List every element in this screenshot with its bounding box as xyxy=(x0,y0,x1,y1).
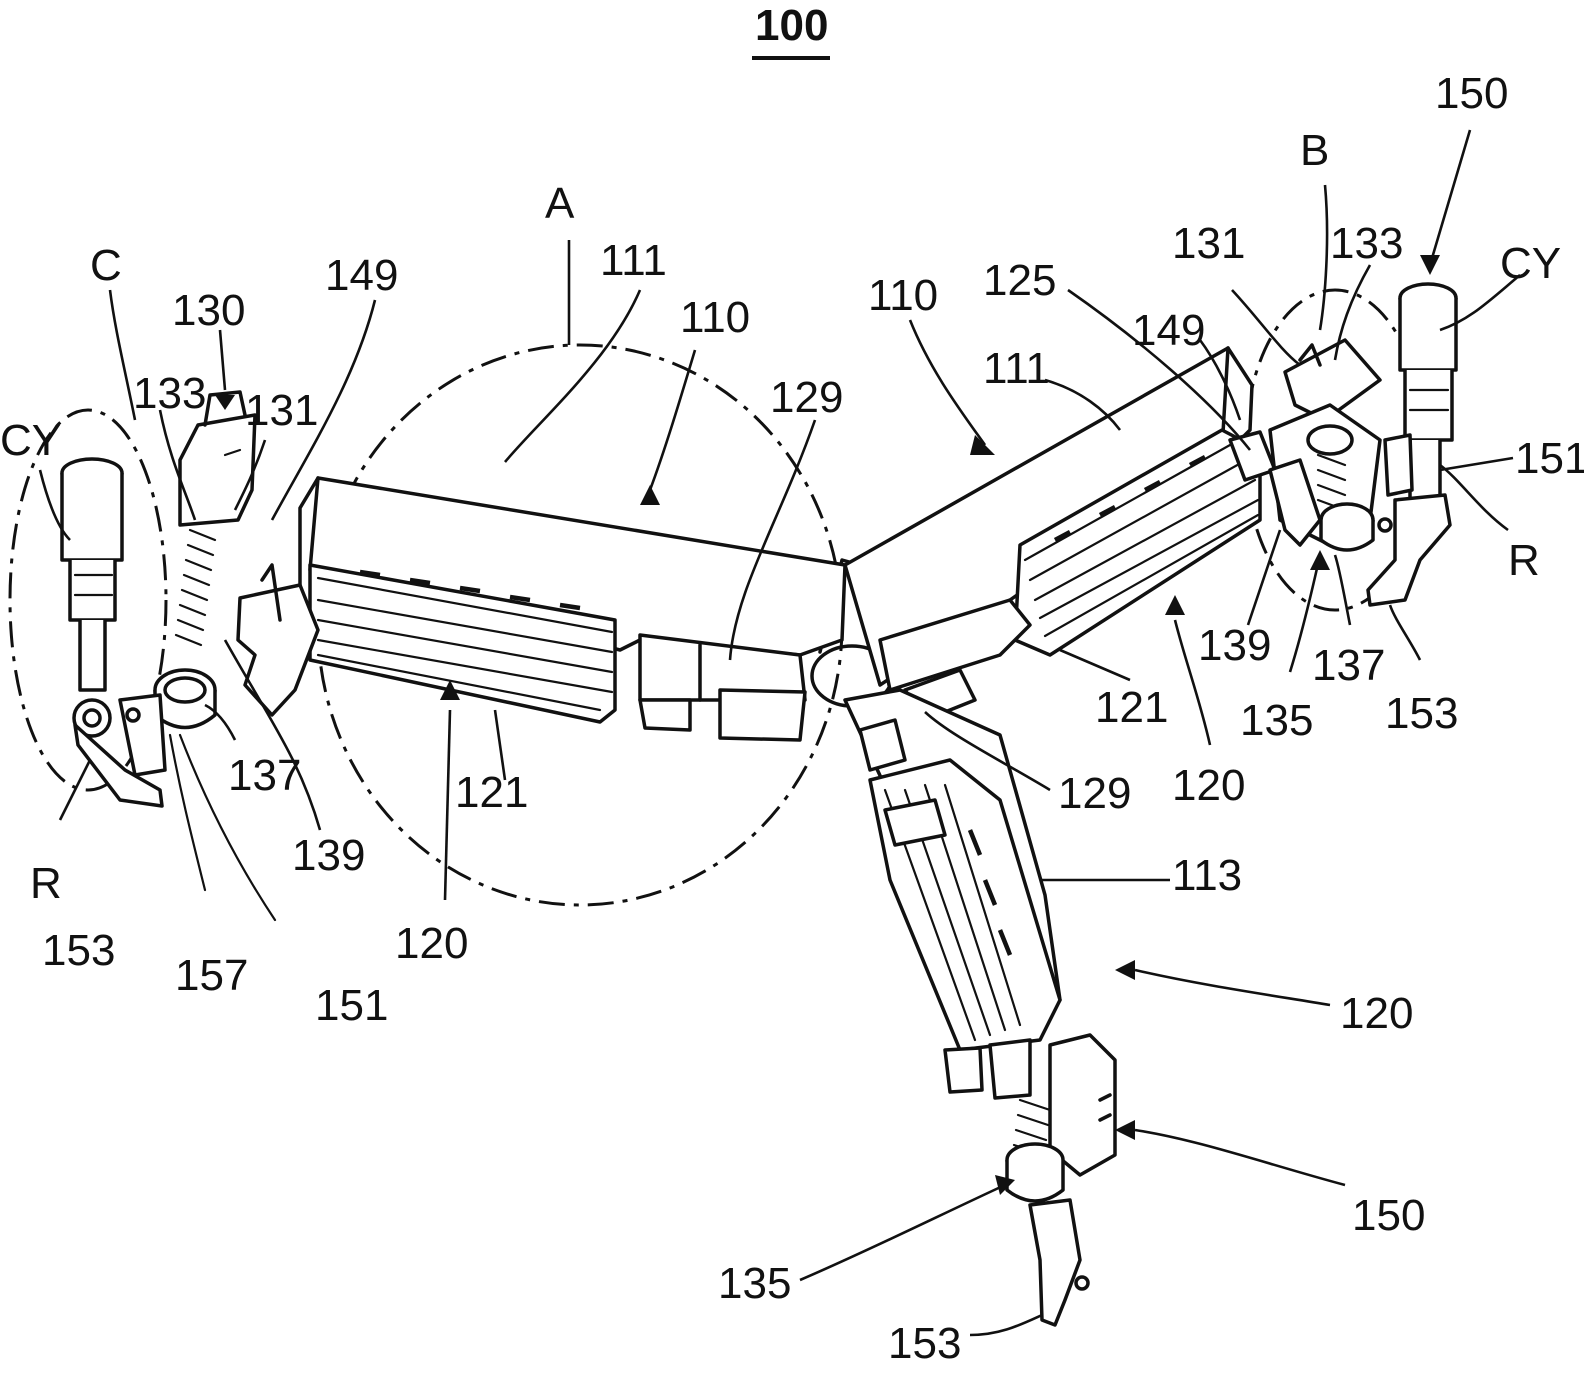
detail-circle-c xyxy=(8,408,168,792)
label-129-left: 129 xyxy=(770,373,843,422)
label-151-left: 151 xyxy=(315,981,388,1030)
label-137-left: 137 xyxy=(228,751,301,800)
label-cy-right: CY xyxy=(1500,239,1561,288)
label-121-right: 121 xyxy=(1095,683,1168,732)
label-157: 157 xyxy=(175,951,248,1000)
label-153-lower: 153 xyxy=(888,1319,961,1368)
label-110-right: 110 xyxy=(868,271,938,320)
lower-arm xyxy=(843,688,1062,1100)
label-113: 113 xyxy=(1172,851,1242,900)
label-150-top: 150 xyxy=(1435,69,1508,118)
label-110-left: 110 xyxy=(680,293,750,342)
label-121-left: 121 xyxy=(455,768,528,817)
leader-lines xyxy=(38,129,1521,1337)
label-cy-left: CY xyxy=(0,416,61,465)
label-b: B xyxy=(1300,126,1329,175)
label-133-right: 133 xyxy=(1330,219,1403,268)
label-150-lower: 150 xyxy=(1352,1191,1425,1240)
right-arm xyxy=(843,346,1277,722)
left-gripper xyxy=(60,390,277,922)
label-120-right: 120 xyxy=(1172,761,1245,810)
label-131-right: 131 xyxy=(1172,219,1245,268)
left-arm xyxy=(236,476,847,742)
label-139-left: 139 xyxy=(292,831,365,880)
label-135-right: 135 xyxy=(1240,696,1313,745)
label-129-right: 129 xyxy=(1058,769,1131,818)
label-r-left: R xyxy=(30,859,62,908)
label-111-left: 111 xyxy=(600,236,667,285)
label-151-right: 151 xyxy=(1515,434,1584,483)
label-r-right: R xyxy=(1508,536,1540,585)
arrowheads xyxy=(215,255,1440,1195)
label-120-lower: 120 xyxy=(1340,989,1413,1038)
label-133-left: 133 xyxy=(133,369,206,418)
label-137-right: 137 xyxy=(1312,641,1385,690)
label-135-lower: 135 xyxy=(718,1259,791,1308)
figure-title: 100 xyxy=(755,1,828,50)
label-c: C xyxy=(90,241,122,290)
lower-gripper xyxy=(1005,1033,1117,1327)
label-a: A xyxy=(545,179,575,228)
label-111-right: 111 xyxy=(983,344,1050,393)
label-130: 130 xyxy=(172,286,245,335)
label-149-left: 149 xyxy=(325,251,398,300)
label-120-left: 120 xyxy=(395,919,468,968)
label-153-right: 153 xyxy=(1385,689,1458,738)
label-139-right: 139 xyxy=(1198,621,1271,670)
label-125: 125 xyxy=(983,256,1056,305)
right-gripper xyxy=(1268,282,1458,607)
label-131-left: 131 xyxy=(245,386,318,435)
label-153-left: 153 xyxy=(42,926,115,975)
label-149-right: 149 xyxy=(1132,306,1205,355)
